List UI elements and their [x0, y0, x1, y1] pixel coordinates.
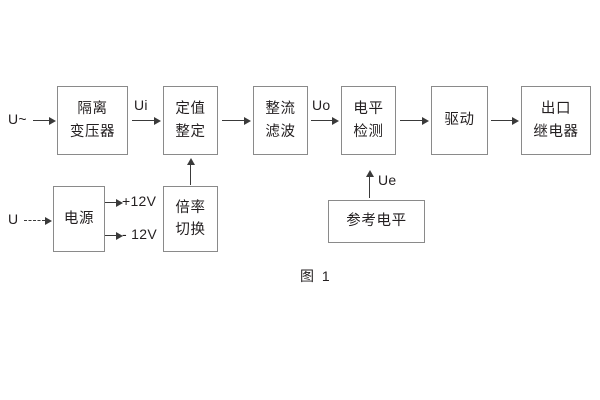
block-output-relay-line-2: 继电器	[533, 123, 579, 140]
block-drive-line-1: 驱动	[444, 112, 475, 129]
arrow-power-supply-plus12v	[105, 198, 123, 207]
arrow-setting-value-to-rectify-filter	[222, 116, 251, 125]
arrow-isolation-transformer-to-setting-value	[132, 116, 161, 125]
arrow-level-detection-to-drive	[400, 116, 429, 125]
block-level-detection-line-1: 电平	[353, 101, 384, 118]
arrow-input-ac-to-isolation-transformer	[33, 116, 56, 125]
figure-caption: 图 1	[300, 268, 332, 284]
block-reference-level: 参考电平	[328, 200, 425, 243]
block-rectify-filter-line-2: 滤波	[265, 123, 296, 140]
signal-ue-label: Ue	[378, 172, 397, 188]
block-setting-value: 定值 整定	[163, 86, 218, 155]
block-multiplier-switch-line-2: 切换	[175, 222, 206, 238]
block-multiplier-switch-line-1: 倍率	[175, 199, 206, 216]
input-dc-label: U	[8, 211, 19, 227]
arrow-reference-level-to-level-detection	[365, 170, 374, 198]
signal-ui-label: Ui	[134, 97, 148, 113]
block-rectify-filter-line-1: 整流	[265, 101, 296, 118]
block-power-supply-line-1: 电源	[63, 210, 95, 227]
arrow-rectify-filter-to-level-detection	[311, 116, 339, 125]
block-drive: 驱动	[431, 86, 488, 155]
input-ac-label: U~	[8, 111, 27, 127]
block-level-detection: 电平 检测	[341, 86, 396, 155]
block-isolation-transformer-line-2: 变压器	[69, 123, 116, 140]
arrow-power-supply-minus12v	[105, 231, 123, 240]
block-setting-value-line-1: 定值	[175, 101, 206, 118]
arrow-input-dc-to-power-supply	[24, 216, 52, 225]
block-output-relay-line-1: 出口	[540, 101, 572, 118]
block-reference-level-line-1: 参考电平	[346, 213, 407, 230]
block-setting-value-line-2: 整定	[175, 123, 206, 140]
rail-minus12v-label: - 12V	[122, 226, 157, 242]
block-output-relay: 出口 继电器	[521, 86, 591, 155]
arrow-drive-to-output-relay	[491, 116, 519, 125]
block-isolation-transformer: 隔离 变压器	[57, 86, 128, 155]
rail-plus12v-label: +12V	[122, 193, 157, 209]
arrow-multiplier-switch-to-setting-value	[186, 158, 195, 185]
block-isolation-transformer-line-1: 隔离	[77, 101, 108, 118]
block-multiplier-switch: 倍率 切换	[163, 186, 218, 252]
block-power-supply: 电源	[53, 186, 105, 252]
block-rectify-filter: 整流 滤波	[253, 86, 308, 155]
block-level-detection-line-2: 检测	[353, 123, 384, 140]
signal-uo-label: Uo	[312, 97, 331, 113]
